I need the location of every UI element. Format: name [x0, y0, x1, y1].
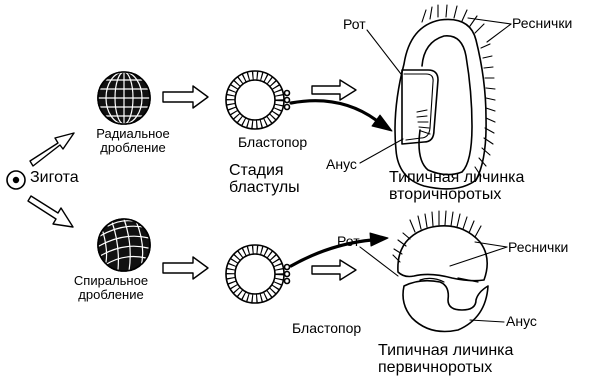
- label-blastopore-top: Бластопор: [238, 135, 307, 150]
- label-protostome-larva: Типичная личинка первичноротых: [378, 343, 548, 377]
- label-mouth-top: Рот: [343, 17, 366, 32]
- leader-mouth-bottom: [360, 247, 398, 276]
- label-anus-bottom: Анус: [506, 314, 537, 329]
- label-blastula-line2: бластулы: [229, 180, 319, 197]
- label-mouth-bottom: Рот: [337, 234, 360, 249]
- arrow-spiral-to-blastula: [163, 257, 208, 279]
- blastula-bottom-cells: [231, 250, 280, 299]
- label-anus-top: Анус: [326, 157, 357, 172]
- label-radial-cleavage: Радиальное дробление: [93, 127, 173, 154]
- leader-cilia-bottom-2: [475, 242, 507, 247]
- spiral-cleavage-embryo-icon: [98, 219, 150, 271]
- label-prot-line1: Типичная личинка: [378, 343, 548, 360]
- label-spiral-cleavage: Спиральное дробление: [70, 274, 152, 301]
- leader-anus-bottom: [470, 320, 504, 322]
- label-blastopore-bottom: Бластопор: [292, 321, 361, 336]
- label-blastula-stage: Стадия бластулы: [229, 163, 319, 197]
- blastula-bottom-icon: [226, 245, 290, 303]
- label-deut-line1: Типичная личинка: [389, 170, 559, 187]
- blastopore-to-anus-arrow: [291, 101, 392, 131]
- label-zygote: Зигота: [30, 170, 79, 187]
- protostome-larva-icon: [393, 211, 488, 332]
- deuterostome-cilia: [417, 5, 495, 176]
- label-radial-line1: Радиальное: [93, 127, 173, 141]
- arrow-blastula-to-protostome: [312, 260, 356, 280]
- label-spiral-line2: дробление: [70, 288, 152, 302]
- blastula-top-icon: [226, 71, 290, 129]
- label-radial-line2: дробление: [93, 141, 173, 155]
- arrow-zygote-to-spiral: [28, 196, 73, 227]
- blastula-top-cells: [231, 76, 280, 125]
- deuterostome-larva-icon: [395, 5, 495, 189]
- leader-cilia-top-2: [487, 24, 511, 42]
- label-prot-line2: первичноротых: [378, 360, 548, 377]
- protostome-cilia: [393, 211, 481, 262]
- leader-cilia-top-1: [468, 18, 511, 24]
- arrow-radial-to-blastula: [163, 86, 208, 108]
- arrow-blastula-to-deuterostome: [312, 80, 356, 100]
- label-spiral-line1: Спиральное: [70, 274, 152, 288]
- leader-mouth-top: [367, 30, 401, 74]
- label-cilia-bottom: Реснички: [508, 240, 568, 255]
- arrow-zygote-to-radial: [30, 133, 74, 166]
- zygote-icon: [7, 171, 25, 189]
- label-blastula-line1: Стадия: [229, 163, 319, 180]
- label-deuterostome-larva: Типичная личинка вторичноротых: [389, 170, 559, 204]
- label-deut-line2: вторичноротых: [389, 187, 559, 204]
- label-cilia-top: Реснички: [512, 16, 572, 31]
- leader-cilia-bottom-1: [450, 247, 507, 266]
- radial-cleavage-embryo-icon: [98, 72, 150, 124]
